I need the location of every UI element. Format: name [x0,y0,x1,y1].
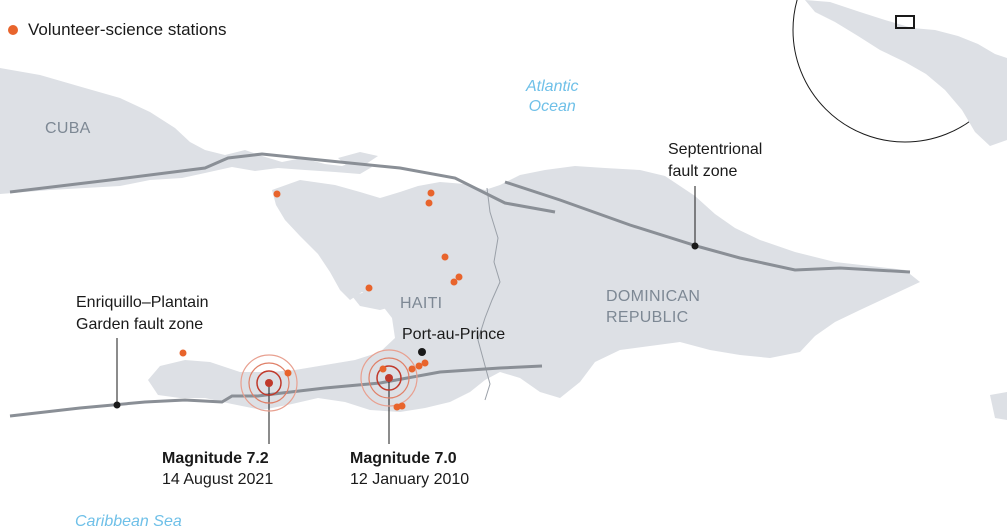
caribbean-label: Caribbean Sea [75,513,182,530]
atlantic-label-line2: Ocean [528,98,576,115]
quake-2010-label: Magnitude 7.0 12 January 2010 [350,448,469,490]
atlantic-label-line1: Atlantic [526,78,579,95]
dominican-label-line2: REPUBLIC [606,309,689,326]
station [284,369,292,377]
quake-2021-label: Magnitude 7.2 14 August 2021 [162,448,273,490]
globe-inset [792,0,1007,146]
station [408,365,416,373]
station [441,253,449,261]
quake-2010-magnitude: Magnitude 7.0 [350,450,457,467]
station [455,273,463,281]
septentrional-fault-east [504,180,911,274]
cuba-landmass [0,68,372,194]
gonave-island [352,290,398,310]
legend: Volunteer-science stations [8,20,226,40]
cuba-label: CUBA [45,120,91,137]
septentrional-label-line1: Septentrional [668,141,763,158]
enriquillo-fault [9,364,543,418]
legend-station-dot [8,25,18,35]
station [379,365,387,373]
volunteer-stations [179,189,463,411]
septentrional-leader-dot [691,242,699,250]
station [415,362,423,370]
epicenter-2021-marker [240,354,298,412]
haiti-landmass [148,166,920,412]
septentrional-label: Septentrional fault zone [668,139,762,183]
enriquillo-leader-dot [113,401,121,409]
station [273,190,281,198]
inset-locator-box [895,15,915,29]
septentrional-label-line2: fault zone [668,163,738,180]
station [421,359,429,367]
enriquillo-label-line1: Enriquillo–Plantain [76,294,209,311]
port-au-prince-label: Port-au-Prince [402,326,506,343]
station [398,402,406,410]
dominican-label-line1: DOMINICAN [606,288,701,305]
quake-2021-magnitude: Magnitude 7.2 [162,450,269,467]
port-au-prince-dot [418,348,426,356]
station [427,189,435,197]
station [450,278,458,286]
septentrional-fault [9,152,556,214]
station [425,199,433,207]
epicenter-2010-marker [360,349,418,407]
enriquillo-label: Enriquillo–Plantain Garden fault zone [76,292,209,336]
station [365,284,373,292]
enriquillo-label-line2: Garden fault zone [76,316,204,333]
station [179,349,187,357]
haiti-label: HAITI [400,295,443,312]
east-landmass [990,392,1007,420]
quake-2021-date: 14 August 2021 [162,471,274,488]
atlantic-label: Atlantic Ocean [526,77,578,117]
quake-2010-date: 12 January 2010 [350,471,470,488]
dominican-label: DOMINICAN REPUBLIC [606,286,700,328]
legend-label: Volunteer-science stations [28,20,227,39]
